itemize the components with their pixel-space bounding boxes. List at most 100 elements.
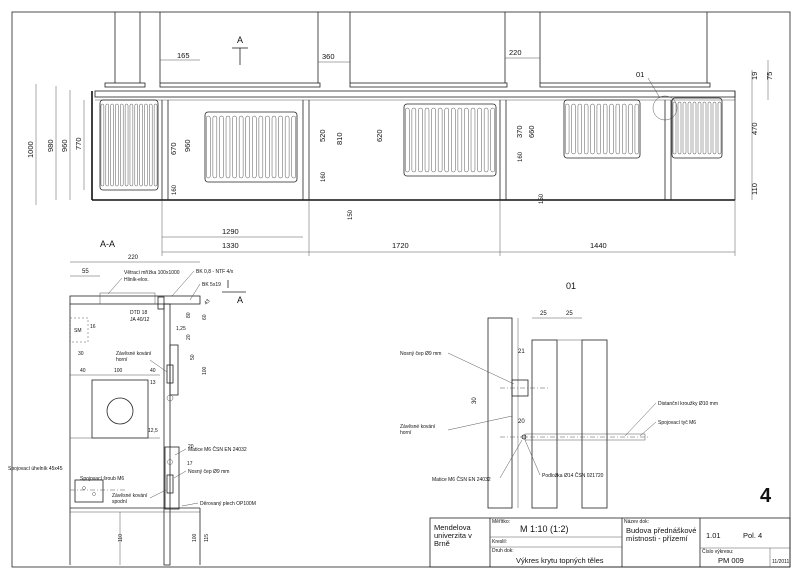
detail-dim-21: 21: [518, 349, 525, 355]
drawing-number: PM 009: [718, 556, 744, 565]
sect-dim-60: 60: [202, 314, 208, 320]
section-title: A-A: [100, 239, 115, 249]
dim-660: 660: [527, 125, 536, 138]
sect-dim-20: 20: [186, 334, 192, 340]
label-bk1: BK 0,8 - NTF 4/x: [196, 269, 234, 275]
radiator-fin: [105, 103, 109, 187]
radiator-panel: [204, 111, 298, 183]
dim-75: 75: [765, 72, 774, 80]
radiator-fin: [124, 103, 129, 187]
sect-dim-1-25: 1,25: [176, 326, 186, 332]
label-nut: Matice M6 ČSN EN 24032: [188, 446, 247, 453]
dim-150-right: 150: [539, 193, 545, 204]
radiator-fin: [672, 101, 677, 155]
section-mark-right: A: [237, 295, 243, 305]
dim-top-220: 220: [509, 48, 522, 57]
dim-1440: 1440: [590, 241, 607, 250]
sect-dim-100b: 100: [202, 366, 208, 375]
detail-dim-30: 30: [472, 397, 478, 404]
scale-value: M 1:10 (1:2): [520, 524, 569, 534]
detail-dim-25b: 25: [566, 311, 573, 317]
label-mesh-2: Hliník-elox.: [124, 277, 149, 283]
sect-dim-40b: 40: [150, 368, 156, 374]
sect-dim-40a: 40: [80, 368, 86, 374]
radiator-fin: [271, 115, 277, 179]
detail-01: 01 25 25 21 30 20 Nosný čep Ø9 mm Distan…: [400, 281, 718, 509]
radiator-fin: [139, 103, 143, 187]
sect-dim-100a: 100: [114, 368, 123, 374]
radiator-fin: [278, 115, 283, 179]
radiator-fin: [411, 107, 417, 173]
scale-label: Měřítko:: [492, 519, 510, 525]
radiator-fin: [437, 107, 443, 173]
dim-960-inner: 960: [183, 139, 192, 152]
radiator-fin: [284, 115, 290, 179]
label-mesh: Větrací mřížka 100x1000: [124, 270, 180, 276]
radiator-fin: [153, 103, 158, 187]
dim-160-right: 160: [518, 151, 524, 162]
radiator-fin: [687, 101, 692, 155]
radiator-panel: [563, 99, 641, 159]
detail-label-nut: Matice M6 ČSN EN 24032: [432, 476, 491, 483]
radiator-fin: [571, 103, 576, 155]
dim-1720: 1720: [392, 241, 409, 250]
sect-dim-100c: 100: [192, 533, 198, 542]
radiator-fin: [712, 101, 717, 155]
dim-19: 19: [750, 72, 759, 80]
sect-dim-17: 17: [187, 461, 193, 467]
dim-top-360: 360: [322, 52, 335, 61]
radiator-fin: [120, 103, 124, 187]
section-dim-55: 55: [82, 269, 89, 275]
sect-dim-110: 110: [118, 534, 124, 542]
label-ja: JA 40/12: [130, 317, 150, 323]
dim-370: 370: [515, 125, 524, 138]
dim-110: 110: [750, 183, 759, 195]
dim-770: 770: [74, 137, 83, 150]
radiator-fin: [464, 107, 469, 173]
sheet-frame: [11, 11, 791, 568]
left-vertical-dimensions: 1000 980 960 770 670 960 160 520 810 160…: [26, 84, 545, 220]
radiator-fin: [206, 115, 211, 179]
detail-dim-20: 20: [518, 419, 525, 425]
radiator-fin: [457, 107, 463, 173]
label-screw: Spojovací šroub M6: [80, 476, 124, 482]
radiator-fin: [451, 107, 456, 173]
top-dimensions: 165 360 220: [160, 48, 540, 63]
radiator-panel: [99, 99, 159, 191]
radiator-fin: [258, 115, 264, 179]
sect-dim-16: 16: [90, 324, 96, 330]
radiator-fin: [245, 115, 250, 179]
radiator-fin: [483, 107, 489, 173]
radiator-fin: [212, 115, 218, 179]
bottom-dimensions: 1290 1330 1720 1440: [161, 200, 736, 256]
elevation-view: A 01: [91, 12, 736, 201]
section-a-a: A-A 220 55 SM Větra: [8, 239, 256, 566]
sect-dim-12-5: 12,5: [148, 428, 158, 434]
sect-dim-43: 43: [203, 298, 211, 306]
dim-1290: 1290: [222, 227, 239, 236]
label-bk2: BK 5x19: [202, 282, 221, 288]
radiator-fin: [590, 103, 595, 155]
sect-dim-30: 30: [78, 351, 84, 357]
detail-dim-25a: 25: [540, 311, 547, 317]
radiator-fin: [584, 103, 589, 155]
dim-810: 810: [335, 132, 344, 145]
drawing-no-label: Číslo výkresu:: [702, 548, 733, 555]
radiator-panel: [671, 97, 723, 159]
radiator-fin: [418, 107, 423, 173]
radiator-fin: [697, 101, 702, 155]
detail-label-washer: Podložka Ø14 ČSN 021720: [542, 472, 604, 479]
sect-dim-13: 13: [150, 380, 156, 386]
drawn-label: Kreslil:: [492, 539, 507, 545]
radiator-fin: [129, 103, 134, 187]
sect-dim-80: 80: [186, 312, 192, 318]
dim-1000: 1000: [26, 141, 35, 158]
radiator-fin: [265, 115, 270, 179]
dim-470: 470: [750, 122, 759, 135]
drawing-type-label: Druh dok:: [492, 548, 514, 554]
radiator-fin: [717, 101, 722, 155]
radiator-fin: [219, 115, 224, 179]
